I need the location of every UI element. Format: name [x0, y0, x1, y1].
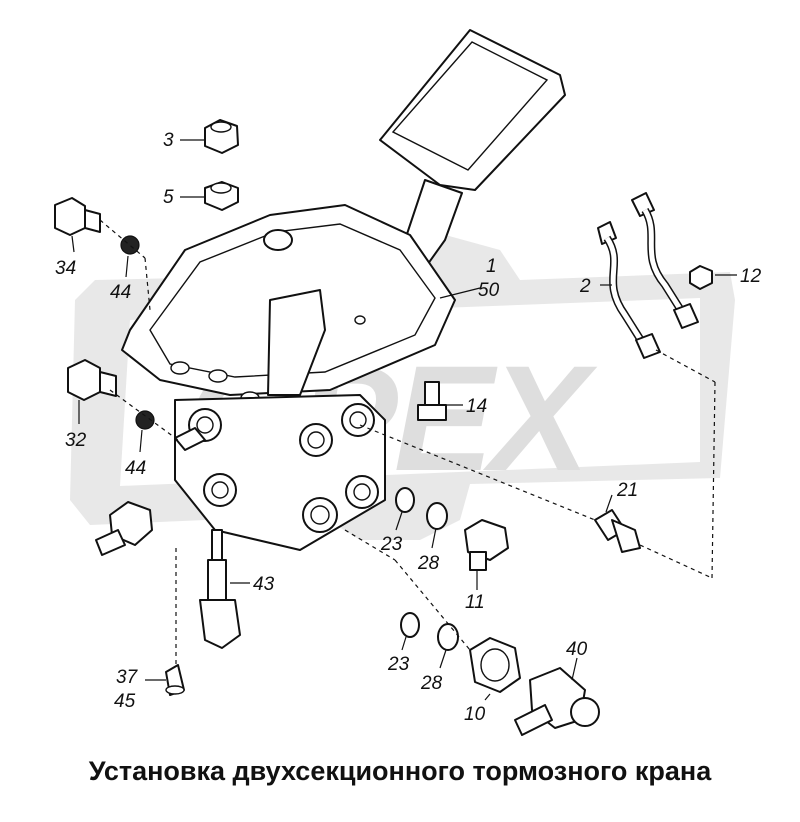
diagram-caption: Установка двухсекционного тормозного кра… [88, 756, 712, 786]
washer-23-bottom [400, 612, 420, 638]
union-10 [469, 637, 521, 693]
seal-ring-44-top [120, 235, 140, 255]
callout-32: 32 [65, 430, 87, 451]
pipe-12-line [631, 192, 699, 329]
callout-23-bottom: 23 [387, 654, 410, 675]
washer-28-bottom [437, 623, 459, 651]
callout-28-top: 28 [417, 553, 440, 574]
leader-lines [71, 139, 737, 701]
callout-21: 21 [616, 480, 638, 501]
switch-left [95, 501, 153, 556]
callout-23-top: 23 [380, 534, 403, 555]
callout-44-top: 44 [110, 282, 131, 303]
callout-labels: 3 5 34 44 1 50 2 12 32 44 14 21 23 28 11… [55, 130, 762, 725]
callout-12: 12 [740, 266, 762, 287]
callout-14: 14 [466, 396, 487, 417]
fitting-21 [594, 509, 641, 553]
nut-12 [689, 265, 713, 290]
washer-28-top [426, 502, 448, 530]
callout-37: 37 [116, 667, 139, 688]
fitting-34 [54, 197, 101, 236]
cap-37-45 [165, 664, 185, 696]
nut-3 [204, 119, 239, 154]
callout-34: 34 [55, 258, 76, 279]
brake-pedal-assembly [121, 29, 566, 405]
bolt-14 [417, 381, 447, 421]
callout-2: 2 [579, 276, 591, 297]
callout-40: 40 [566, 639, 588, 660]
callout-43: 43 [253, 574, 275, 595]
callout-1: 1 [486, 256, 497, 277]
callout-28-bottom: 28 [420, 673, 443, 694]
callout-50: 50 [478, 280, 500, 301]
callout-5: 5 [163, 187, 174, 208]
valve-body [174, 394, 386, 551]
callout-11: 11 [465, 592, 485, 613]
fitting-32 [67, 359, 117, 401]
seal-ring-44-bottom [135, 410, 155, 430]
pipe-2 [597, 221, 661, 359]
nut-5 [204, 181, 239, 211]
callout-3: 3 [163, 130, 174, 151]
callout-10: 10 [464, 704, 486, 725]
callout-45: 45 [114, 691, 136, 712]
washer-23-top [395, 487, 415, 513]
plug-11 [464, 519, 509, 571]
callout-44-bottom: 44 [125, 458, 146, 479]
drain-valve-40 [514, 667, 600, 736]
sensor-43 [199, 529, 241, 649]
